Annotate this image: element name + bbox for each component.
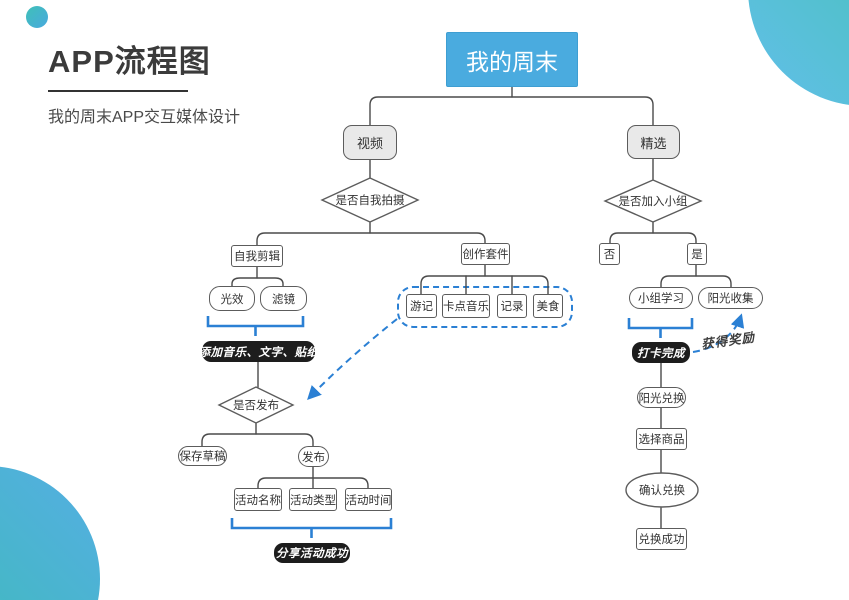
header: APP流程图 我的周末APP交互媒体设计 [48, 36, 308, 127]
node-creation-kit: 创作套件 [461, 243, 510, 265]
node-activity-name: 活动名称 [234, 488, 282, 511]
reward-note: 获得奖励 [700, 330, 756, 352]
node-save-draft: 保存草稿 [178, 446, 227, 466]
node-root: 我的周末 [446, 32, 578, 87]
node-sun-collect: 阳光收集 [698, 287, 763, 309]
label-confirm-exchange: 确认兑换 [639, 485, 685, 497]
page-title: APP流程图 [48, 44, 211, 79]
label-join-group: 是否加入小组 [618, 196, 688, 208]
node-select-goods: 选择商品 [636, 428, 687, 450]
node-video: 视频 [343, 125, 397, 160]
node-activity-type: 活动类型 [289, 488, 337, 511]
label-publish-decision: 是否发布 [233, 400, 279, 412]
node-beat-music: 卡点音乐 [442, 294, 490, 318]
node-featured: 精选 [627, 125, 680, 159]
node-travel: 游记 [406, 294, 437, 318]
node-record: 记录 [497, 294, 527, 318]
node-exchange-success: 兑换成功 [636, 528, 687, 550]
node-publish: 发布 [298, 446, 329, 467]
node-sun-exchange: 阳光兑换 [637, 387, 686, 408]
arrow-kit-to-publish [307, 318, 398, 401]
label-self-shoot: 是否自我拍摄 [335, 195, 405, 207]
decorative-circle-bottom-left [0, 466, 100, 600]
node-light-fx: 光效 [209, 286, 255, 311]
decorative-circle-top-right [748, 0, 849, 106]
node-self-edit: 自我剪辑 [231, 245, 283, 267]
decorative-dot-top-left [26, 6, 48, 28]
node-food: 美食 [533, 294, 563, 318]
node-add-music: 添加音乐、文字、贴纸 [199, 341, 318, 362]
node-yes: 是 [687, 243, 707, 265]
node-filter: 滤镜 [260, 286, 307, 311]
node-group-study: 小组学习 [629, 287, 693, 309]
page-subtitle: 我的周末APP交互媒体设计 [48, 109, 241, 126]
node-checkin-done: 打卡完成 [632, 342, 690, 363]
node-activity-time: 活动时间 [345, 488, 392, 511]
node-share-success: 分享活动成功 [274, 543, 350, 563]
title-underline [48, 90, 188, 92]
node-no: 否 [599, 243, 620, 265]
